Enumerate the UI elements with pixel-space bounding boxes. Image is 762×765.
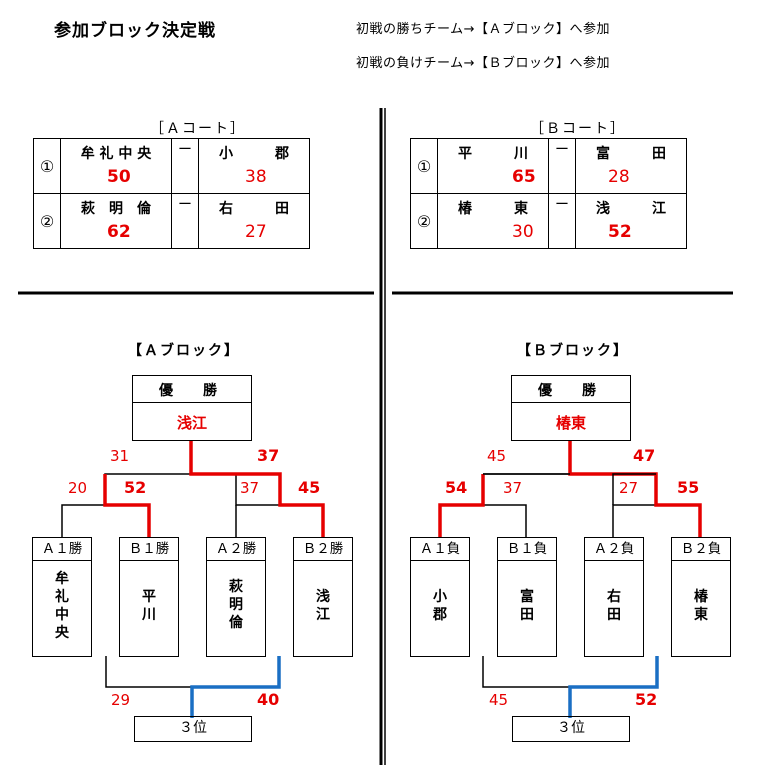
semi-right-score-left: 27: [619, 479, 639, 497]
team-score: 27: [245, 222, 267, 242]
match-number: ①: [410, 138, 438, 194]
team-cell: 萩 明 倫 62: [60, 193, 172, 249]
match-number: ①: [33, 138, 61, 194]
rule-note-losers: 初戦の負けチーム→【Ｂブロック】へ参加: [356, 56, 611, 71]
slot-team: 小 郡: [433, 589, 447, 623]
team-cell: 小 郡 38: [198, 138, 310, 194]
slot-b2: Ｂ２勝 浅 江: [293, 537, 353, 657]
semi-left-score-right: 52: [124, 478, 147, 497]
versus-dash: ー: [548, 138, 576, 194]
final-score-left: 45: [487, 447, 507, 465]
slot-team: 椿 東: [694, 589, 708, 623]
semi-left-score-left: 20: [68, 479, 88, 497]
third-score-right: 40: [257, 690, 280, 709]
slot-team: 右 田: [607, 589, 621, 623]
match-row: ① 牟 礼 中 央 50 ー 小 郡 38: [33, 138, 310, 194]
page-title: 参加ブロック決定戦: [54, 21, 216, 41]
team-name: 椿 東: [458, 201, 528, 217]
slot-team: 牟 礼 中 央: [55, 571, 69, 641]
team-name: 牟 礼 中 央: [80, 146, 152, 162]
block-b-champion-box: 優 勝 椿東: [511, 375, 631, 441]
block-a-title: 【Ａブロック】: [128, 343, 240, 359]
champion-name: 椿東: [555, 414, 586, 432]
team-score: 30: [512, 222, 534, 242]
slot-team: 平 川: [142, 589, 156, 623]
team-name: 富 田: [596, 146, 666, 162]
semi-left-score-left: 54: [445, 478, 468, 497]
team-score: 52: [608, 222, 632, 242]
team-name: 平 川: [458, 146, 528, 162]
slot-team: 浅 江: [316, 589, 330, 623]
team-score: 28: [608, 167, 630, 187]
team-cell: 牟 礼 中 央 50: [60, 138, 172, 194]
slot-head: Ａ１勝: [33, 538, 91, 561]
versus-dash: ー: [171, 193, 199, 249]
slot-head: Ｂ１勝: [120, 538, 178, 561]
match-number: ②: [410, 193, 438, 249]
team-score: 65: [512, 167, 536, 187]
court-a-table: ① 牟 礼 中 央 50 ー 小 郡 38 ② 萩 明 倫 62 ー 右 田 2…: [33, 138, 310, 249]
team-cell: 右 田 27: [198, 193, 310, 249]
third-score-left: 29: [111, 691, 131, 709]
team-score: 62: [107, 222, 131, 242]
slot-b1: Ｂ１勝 平 川: [119, 537, 179, 657]
slot-a1: Ａ１勝 牟 礼 中 央: [32, 537, 92, 657]
champion-label: 優 勝: [512, 380, 630, 403]
team-cell: 椿 東 30: [437, 193, 549, 249]
slot-b1-loser: Ｂ１負 富 田: [497, 537, 557, 657]
slot-a1-loser: Ａ１負 小 郡: [410, 537, 470, 657]
third-place-box: ３位: [512, 716, 630, 742]
team-score: 50: [107, 167, 131, 187]
slot-team: 富 田: [520, 589, 534, 623]
court-a-label: ［Ａコート］: [150, 121, 246, 137]
team-name: 浅 江: [596, 201, 666, 217]
semi-right-score-right: 45: [298, 478, 321, 497]
semi-left-score-right: 37: [503, 479, 523, 497]
slot-head: Ｂ１負: [498, 538, 556, 561]
final-score-right: 37: [257, 446, 280, 465]
slot-head: Ａ１負: [411, 538, 469, 561]
slot-head: Ｂ２勝: [294, 538, 352, 561]
block-a-champion-box: 優 勝 浅江: [132, 375, 252, 441]
slot-team: 萩 明 倫: [229, 579, 243, 631]
third-place-box: ３位: [134, 716, 252, 742]
versus-dash: ー: [171, 138, 199, 194]
team-cell: 浅 江 52: [575, 193, 687, 249]
court-b-table: ① 平 川 65 ー 富 田 28 ② 椿 東 30 ー 浅 江 52: [410, 138, 687, 249]
match-row: ② 萩 明 倫 62 ー 右 田 27: [33, 193, 310, 249]
team-name: 右 田: [219, 201, 289, 217]
third-score-left: 45: [489, 691, 509, 709]
final-score-left: 31: [110, 447, 130, 465]
team-name: 萩 明 倫: [81, 201, 151, 217]
match-number: ②: [33, 193, 61, 249]
team-name: 小 郡: [219, 146, 289, 162]
slot-head: Ａ２負: [585, 538, 643, 561]
versus-dash: ー: [548, 193, 576, 249]
team-score: 38: [245, 167, 267, 187]
final-score-right: 47: [633, 446, 656, 465]
team-cell: 平 川 65: [437, 138, 549, 194]
slot-head: Ｂ２負: [672, 538, 730, 561]
champion-label: 優 勝: [133, 380, 251, 403]
court-b-label: ［Ｂコート］: [530, 121, 626, 137]
match-row: ② 椿 東 30 ー 浅 江 52: [410, 193, 687, 249]
slot-head: Ａ２勝: [207, 538, 265, 561]
rule-note-winners: 初戦の勝ちチーム→【Ａブロック】へ参加: [356, 22, 611, 37]
semi-right-score-left: 37: [240, 479, 260, 497]
slot-a2: Ａ２勝 萩 明 倫: [206, 537, 266, 657]
block-b-title: 【Ｂブロック】: [517, 343, 629, 359]
team-cell: 富 田 28: [575, 138, 687, 194]
third-score-right: 52: [635, 690, 658, 709]
slot-a2-loser: Ａ２負 右 田: [584, 537, 644, 657]
champion-name: 浅江: [176, 414, 207, 432]
slot-b2-loser: Ｂ２負 椿 東: [671, 537, 731, 657]
match-row: ① 平 川 65 ー 富 田 28: [410, 138, 687, 194]
semi-right-score-right: 55: [677, 478, 700, 497]
